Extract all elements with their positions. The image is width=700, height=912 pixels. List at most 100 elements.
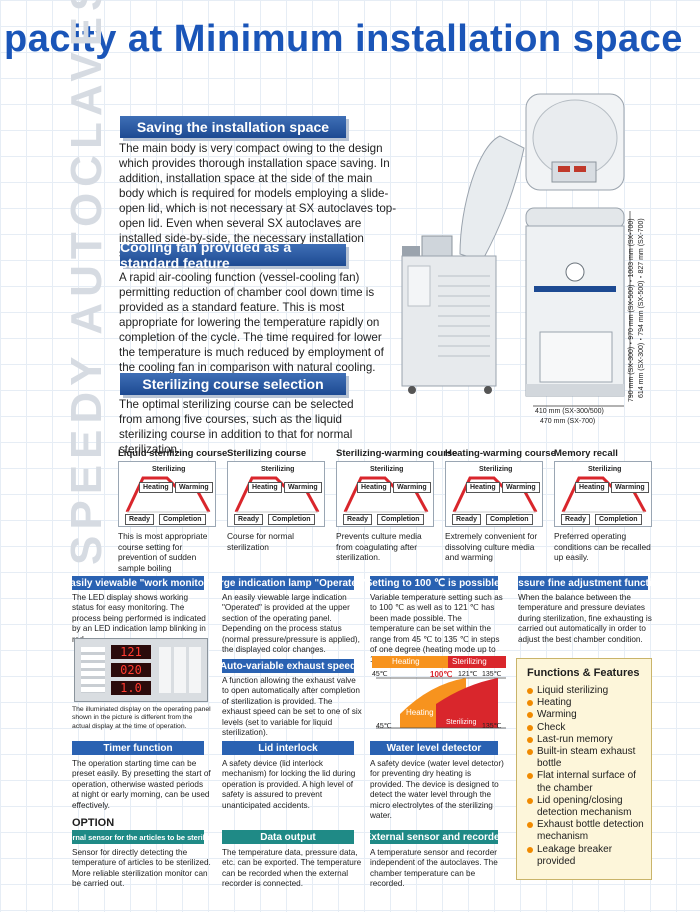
course-label-ready: Ready bbox=[561, 514, 591, 525]
saving-section-heading: Saving the installation space bbox=[120, 116, 346, 138]
width-dimension-2: 470 mm (SX-700) bbox=[540, 418, 596, 425]
interlock-feature-heading: Lid interlock bbox=[222, 741, 354, 755]
option-label: OPTION bbox=[72, 817, 115, 829]
course-title: Sterilizing-warming course bbox=[336, 448, 458, 459]
course-title: Sterilizing course bbox=[227, 448, 307, 459]
panel-display-time: 020 bbox=[111, 663, 151, 677]
panel-display-pressure: 1.0 bbox=[111, 681, 151, 695]
course-label-warming: Warming bbox=[284, 482, 322, 493]
height-dimension-1: 790 mm (SX-300)・970 mm (SX-500)・1003 mm … bbox=[628, 218, 635, 402]
function-item: Built-in steam exhaust bottle bbox=[527, 746, 649, 770]
autoclave-product-image bbox=[401, 93, 631, 407]
temp-heating-label: Heating bbox=[392, 657, 420, 666]
ext-sensor-option-body: Sensor for directly detecting the temper… bbox=[72, 848, 211, 889]
monitor-feature-heading: Easily viewable "work monitor" bbox=[63, 576, 213, 590]
functions-features-title: Functions & Features bbox=[527, 667, 640, 679]
timer-feature-body: The operation starting time can be prese… bbox=[72, 759, 211, 810]
function-item: Lid opening/closing detection mechanism bbox=[527, 795, 649, 819]
course-label-completion: Completion bbox=[268, 514, 315, 525]
operating-panel-image: 121 020 1.0 bbox=[74, 638, 208, 702]
temp-45-bottom-label: 45℃ bbox=[376, 723, 392, 730]
course-label-completion: Completion bbox=[159, 514, 206, 525]
panel-indicator-list bbox=[81, 647, 105, 693]
water-feature-body: A safety device (water level detector) f… bbox=[370, 759, 504, 821]
temperature-range-diagram bbox=[372, 656, 506, 729]
course-label-sterilizing: Sterilizing bbox=[367, 465, 407, 474]
temp-100-label: 100℃ bbox=[430, 670, 453, 679]
function-item: Heating bbox=[527, 697, 649, 709]
function-item: Last-run memory bbox=[527, 734, 649, 746]
temp-sterilizing-label: Sterilizing bbox=[452, 657, 487, 666]
course-label-completion: Completion bbox=[377, 514, 424, 525]
pressure-feature-body: When the balance between the temperature… bbox=[518, 593, 652, 644]
course-label-ready: Ready bbox=[343, 514, 373, 525]
course-label-ready: Ready bbox=[452, 514, 482, 525]
course-section-body: The optimal sterilizing course can be se… bbox=[119, 398, 354, 456]
course-description: Preferred operating conditions can be re… bbox=[554, 531, 651, 562]
function-item: Leakage breaker provided bbox=[527, 844, 649, 868]
exhaust-feature-body: A function allowing the exhaust valve to… bbox=[222, 676, 362, 738]
lamp-feature-heading: Large indication lamp "Operated" bbox=[208, 576, 368, 590]
recorder-option-heading: External sensor and recorder bbox=[364, 830, 504, 844]
course-label-ready: Ready bbox=[234, 514, 264, 525]
course-label-sterilizing: Sterilizing bbox=[585, 465, 625, 474]
functions-features-box: Functions & Features Liquid sterilizing … bbox=[516, 658, 652, 880]
temp-121-label: 121℃ bbox=[458, 671, 478, 678]
exhaust-feature-heading: Auto-variable exhaust speed bbox=[219, 659, 357, 673]
course-description: Prevents culture media from coagulating … bbox=[336, 531, 422, 562]
course-title: Heating-warming course bbox=[445, 448, 556, 459]
function-item: Liquid sterilizing bbox=[527, 685, 649, 697]
course-label-ready: Ready bbox=[125, 514, 155, 525]
course-label-completion: Completion bbox=[595, 514, 642, 525]
setting-feature-heading: Setting to 100 ℃ is possible. bbox=[365, 576, 503, 590]
timer-feature-heading: Timer function bbox=[72, 741, 204, 755]
pressure-feature-heading: Pressure fine adjustment function bbox=[502, 576, 664, 590]
course-label-warming: Warming bbox=[393, 482, 431, 493]
function-item: Flat internal surface of the chamber bbox=[527, 770, 649, 794]
course-label-heating: Heating bbox=[139, 482, 173, 493]
recorder-option-body: A temperature sensor and recorder indepe… bbox=[370, 848, 498, 889]
function-item: Warming bbox=[527, 709, 649, 721]
course-label-warming: Warming bbox=[611, 482, 649, 493]
functions-features-list: Liquid sterilizing Heating Warming Check… bbox=[527, 685, 649, 868]
course-label-warming: Warming bbox=[175, 482, 213, 493]
course-description: This is most appropriate course setting … bbox=[118, 531, 208, 573]
temp-45-label: 45℃ bbox=[372, 671, 388, 678]
course-label-heating: Heating bbox=[248, 482, 282, 493]
water-feature-heading: Water level detector bbox=[370, 741, 498, 755]
temp-135-label: 135℃ bbox=[482, 671, 502, 678]
data-output-option-body: The temperature data, pressure data, etc… bbox=[222, 848, 362, 889]
course-description: Course for normal sterilization bbox=[227, 531, 295, 552]
interlock-feature-body: A safety device (lid interlock mechanism… bbox=[222, 759, 356, 810]
page-headline: pacity at Minimum installation space bbox=[4, 18, 683, 60]
panel-button-grid bbox=[159, 647, 201, 693]
data-output-option-heading: Data output bbox=[222, 830, 354, 844]
fan-section-body: A rapid air-cooling function (vessel-coo… bbox=[119, 271, 384, 374]
course-label-sterilizing: Sterilizing bbox=[258, 465, 298, 474]
saving-section-body: The main body is very compact owing to t… bbox=[119, 142, 397, 260]
course-label-sterilizing: Sterilizing bbox=[476, 465, 516, 474]
side-vertical-text: SPEEDY AUTOCLAVES bbox=[62, 0, 111, 565]
temp-135-bottom-label: 135℃ bbox=[482, 723, 502, 730]
course-label-warming: Warming bbox=[502, 482, 540, 493]
course-description: Extremely convenient for dissolving cult… bbox=[445, 531, 538, 562]
course-label-heating: Heating bbox=[357, 482, 391, 493]
panel-image-caption: The illuminated display on the operating… bbox=[72, 706, 211, 730]
course-section-heading: Sterilizing course selection bbox=[120, 373, 346, 395]
height-dimension-2: 614 mm (SX-300)・794 mm (SX-500)・827 mm (… bbox=[638, 218, 645, 398]
ext-sensor-option-heading: External sensor for the articles to be s… bbox=[57, 830, 219, 844]
course-label-completion: Completion bbox=[486, 514, 533, 525]
width-dimension-1: 410 mm (SX-300/500) bbox=[535, 408, 604, 415]
course-label-sterilizing: Sterilizing bbox=[149, 465, 189, 474]
panel-display-temp: 121 bbox=[111, 645, 151, 659]
course-title: Liquid sterilizing course bbox=[118, 448, 228, 459]
lamp-feature-body: An easily viewable large indication "Ope… bbox=[222, 593, 360, 655]
temp-heating-area-label: Heating bbox=[406, 708, 434, 717]
course-label-heating: Heating bbox=[466, 482, 500, 493]
course-label-heating: Heating bbox=[575, 482, 609, 493]
